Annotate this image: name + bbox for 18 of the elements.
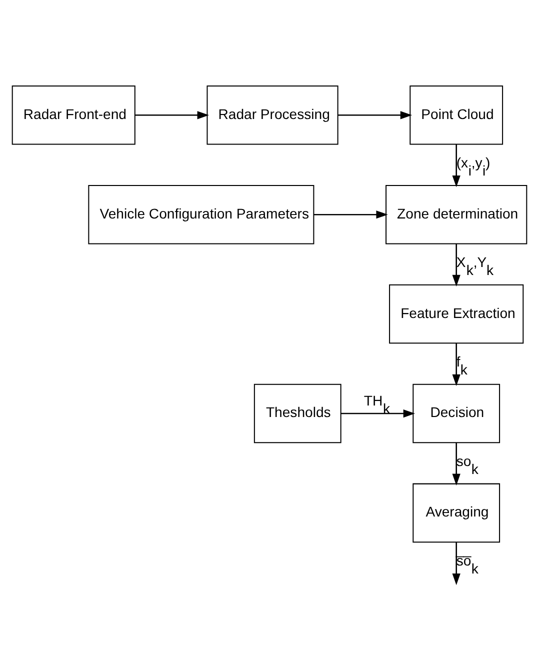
arrow [452,542,460,585]
arrow [452,144,460,187]
arrow [135,110,209,119]
node-box: Vehicle Configuration Parameters [88,184,314,244]
node-box: Radar Front-end [12,85,136,144]
node-box: Decision [412,383,500,443]
node-box: Radar Processing [206,85,338,144]
node-box: Averaging [412,482,500,542]
node-box: Thesholds [254,383,342,443]
arrow [452,243,460,286]
arrow [314,210,388,218]
arrow [452,442,460,485]
node-box: Point Cloud [410,85,504,144]
arrow [338,110,412,119]
arrow [452,342,460,386]
node-box: Zone determination [386,184,528,244]
arrow [341,408,415,418]
node-box: Feature Extraction [389,284,524,344]
